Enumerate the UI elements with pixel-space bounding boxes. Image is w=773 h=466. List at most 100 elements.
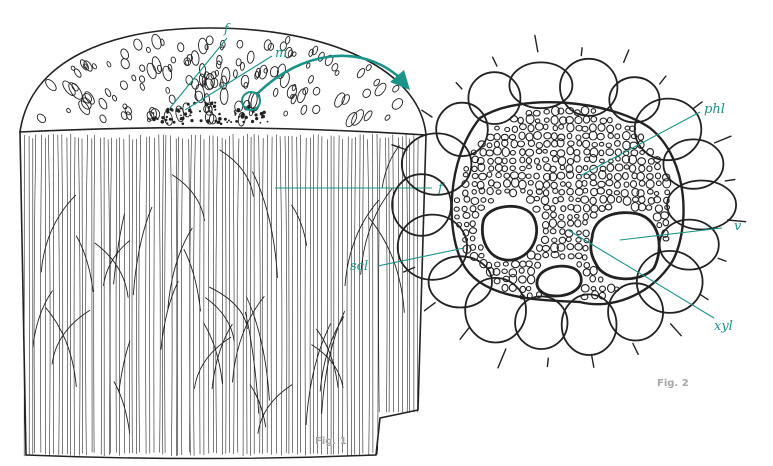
parenchyma-cell bbox=[662, 138, 725, 190]
small-cell bbox=[605, 142, 612, 149]
small-cell bbox=[492, 267, 501, 276]
small-cell bbox=[495, 189, 502, 195]
fibre-bundle-pore bbox=[269, 66, 279, 78]
small-cell bbox=[551, 155, 559, 163]
small-cell bbox=[581, 179, 588, 187]
longitudinal-fibre-line bbox=[359, 134, 361, 455]
small-cell bbox=[599, 158, 605, 164]
longitudinal-fibre-line bbox=[346, 136, 349, 457]
figure-1-annotations: f m f Fig. 1 bbox=[169, 22, 445, 447]
small-cell bbox=[607, 132, 614, 139]
small-cell bbox=[558, 188, 566, 196]
small-cell bbox=[568, 195, 574, 202]
small-cell bbox=[606, 124, 615, 134]
small-cell bbox=[501, 165, 509, 173]
small-cell bbox=[557, 156, 567, 166]
fibre-bundle-pore bbox=[334, 70, 340, 76]
small-cell bbox=[532, 205, 541, 213]
small-cell bbox=[596, 132, 605, 141]
small-cell bbox=[556, 171, 566, 180]
small-cell bbox=[494, 125, 500, 131]
small-cell bbox=[525, 148, 535, 157]
fibre-bundle-pore bbox=[216, 55, 223, 66]
small-cell bbox=[605, 188, 613, 196]
small-cell bbox=[477, 162, 486, 172]
small-cell bbox=[549, 228, 557, 235]
small-cell bbox=[541, 220, 550, 230]
small-cell bbox=[527, 179, 534, 186]
small-cell bbox=[582, 229, 590, 238]
label-f-top: f bbox=[223, 22, 231, 37]
small-cell bbox=[621, 171, 629, 181]
fibre-bundle-pore bbox=[185, 59, 190, 66]
sheath-stroke bbox=[360, 187, 393, 275]
sheath-stroke bbox=[160, 280, 179, 350]
small-cell bbox=[471, 155, 480, 164]
small-cell bbox=[597, 123, 606, 132]
sheath-stroke bbox=[103, 240, 131, 286]
small-cell bbox=[542, 148, 548, 154]
leader-f-top bbox=[169, 37, 228, 109]
sheath-stroke bbox=[113, 381, 131, 434]
small-cell bbox=[463, 221, 470, 228]
cell-wall-stroke bbox=[491, 56, 498, 67]
fibre-bundle-pore bbox=[362, 88, 372, 98]
small-cell bbox=[590, 115, 598, 123]
small-cell bbox=[567, 253, 575, 260]
cell-wall-stroke bbox=[713, 135, 732, 144]
vascular-dot bbox=[255, 117, 259, 121]
magnify-connector bbox=[241, 54, 410, 111]
longitudinal-fibre-line bbox=[350, 138, 353, 456]
fibre-bundle-pore bbox=[205, 35, 214, 46]
small-cell bbox=[487, 198, 495, 204]
label-scl: scl bbox=[350, 259, 368, 274]
small-cell bbox=[580, 293, 589, 301]
fibre-bundle-pore bbox=[146, 62, 157, 80]
fibre-bundle-pore bbox=[216, 60, 222, 69]
small-cell bbox=[573, 154, 581, 163]
cell-wall-stroke bbox=[421, 109, 433, 118]
small-cell bbox=[518, 179, 527, 190]
fibre-bundle-pore bbox=[384, 114, 391, 121]
small-cell bbox=[519, 260, 527, 268]
fibre-bundle-pore bbox=[190, 50, 200, 66]
longitudinal-fibre-line bbox=[208, 135, 210, 454]
small-cell bbox=[557, 220, 566, 229]
longitudinal-fibre-line bbox=[296, 136, 299, 455]
parenchyma-cell-walls-radiating bbox=[391, 34, 747, 369]
small-cell bbox=[525, 260, 533, 268]
longitudinal-fibre-line bbox=[270, 136, 273, 455]
fibre-bundle-pore bbox=[236, 39, 244, 49]
small-cell bbox=[646, 188, 654, 195]
small-cell bbox=[583, 173, 590, 180]
small-cell bbox=[589, 173, 597, 181]
sheath-stroke bbox=[40, 194, 77, 273]
small-cell bbox=[664, 189, 671, 196]
vascular-dot bbox=[233, 110, 236, 112]
fibre-bundle-pore bbox=[151, 33, 162, 50]
vascular-dot bbox=[184, 112, 188, 116]
small-cell bbox=[493, 181, 502, 189]
cell-wall-stroke bbox=[534, 34, 539, 53]
small-cell bbox=[566, 132, 573, 140]
small-cell bbox=[582, 115, 591, 124]
parenchyma-cell bbox=[560, 293, 618, 356]
label-m: m bbox=[275, 46, 287, 61]
fibre-bundle-pore bbox=[183, 57, 192, 67]
fibre-bundle-pore bbox=[162, 65, 173, 82]
small-cell bbox=[519, 285, 527, 294]
small-cell bbox=[552, 125, 559, 132]
fibre-bundle-pore bbox=[145, 46, 151, 53]
fibre-bundle-pore bbox=[79, 59, 89, 71]
vascular-dot bbox=[181, 122, 185, 125]
fibre-bundle-pore bbox=[122, 103, 128, 110]
small-cell bbox=[574, 252, 583, 260]
small-cell bbox=[526, 189, 534, 196]
sheath-stroke bbox=[257, 384, 293, 434]
vascular-dot bbox=[226, 121, 229, 124]
small-cell bbox=[628, 164, 637, 173]
fibre-bundle-pore bbox=[208, 105, 213, 113]
fibre-bundle-pore bbox=[120, 58, 130, 70]
small-cell bbox=[550, 132, 558, 141]
vascular-dot bbox=[180, 114, 182, 117]
